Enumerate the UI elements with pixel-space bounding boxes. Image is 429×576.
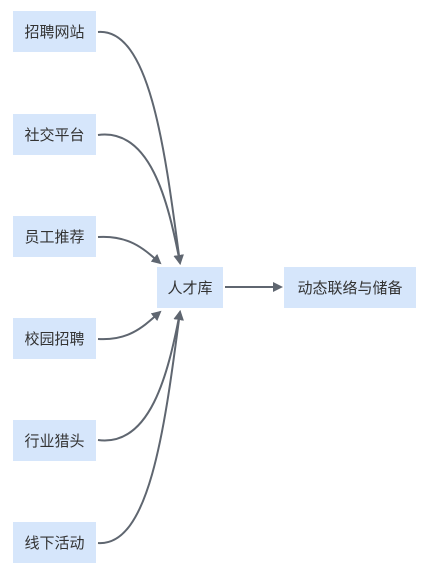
node-dynamic-contact-storage: 动态联络与储备 [284,267,416,308]
node-recruit-website: 招聘网站 [13,11,96,52]
edge-headhunter-to-talent-pool [97,310,184,442]
node-campus-recruiting: 校园招聘 [13,318,96,359]
edge-campus-to-talent-pool [97,310,162,341]
edge-referral-to-talent-pool [97,235,162,265]
node-social-platform: 社交平台 [13,114,96,155]
node-offline-events: 线下活动 [13,522,96,563]
edge-recruit-site-to-talent-pool [97,30,184,265]
node-industry-headhunter: 行业猎头 [13,420,96,461]
edge-social-to-talent-pool [97,133,184,265]
edge-offline-to-talent-pool [97,310,184,545]
node-employee-referral: 员工推荐 [13,216,96,257]
node-talent-pool: 人才库 [157,267,223,308]
